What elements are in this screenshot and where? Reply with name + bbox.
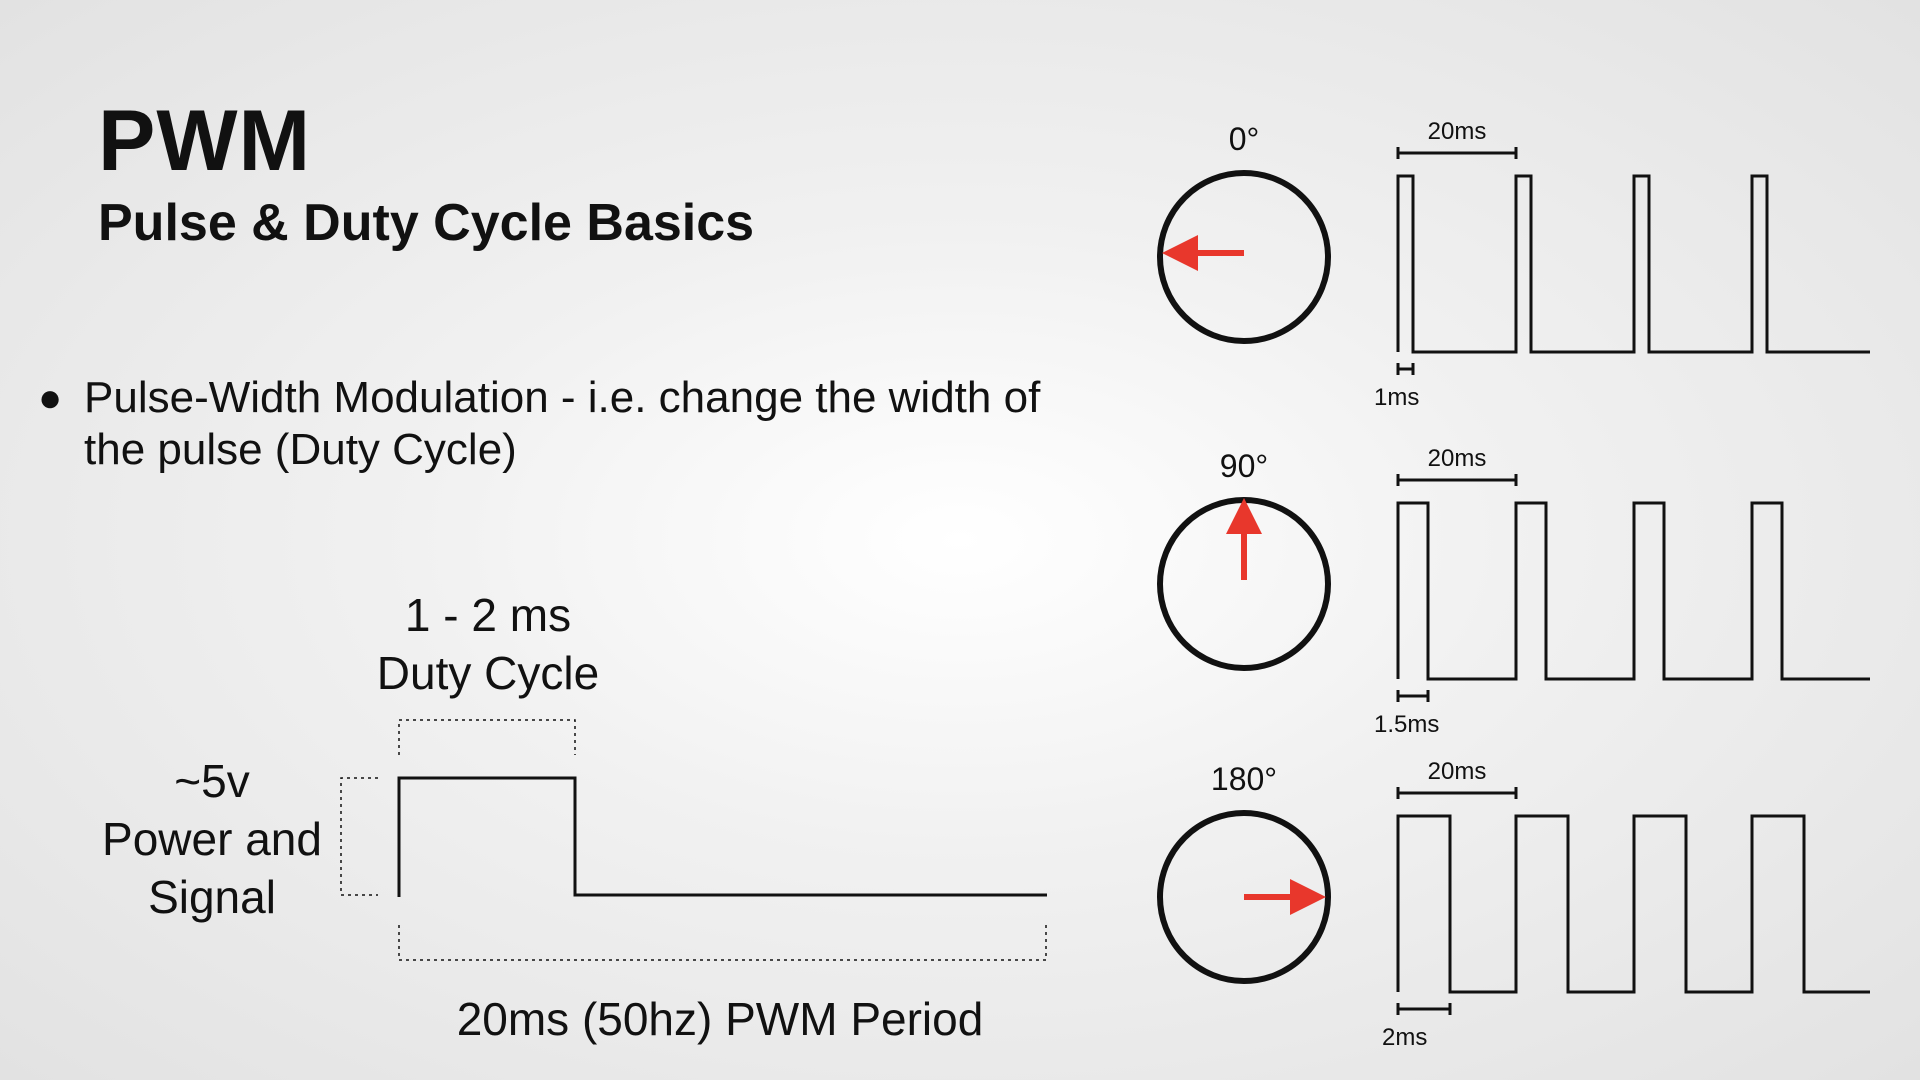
- bullet-dot-icon: ●: [38, 376, 63, 420]
- servo-dial: [1157, 810, 1331, 984]
- servo-angle-label: 0°: [1229, 121, 1260, 157]
- voltage-label: ~5v Power and Signal: [82, 752, 342, 926]
- bullet-point: ● Pulse-Width Modulation - i.e. change t…: [38, 372, 1098, 476]
- slide-title: PWM: [98, 93, 312, 189]
- servo-pulse-bracket: [1396, 1003, 1452, 1015]
- pwm-period-label: 20ms (50hz) PWM Period: [456, 993, 984, 1045]
- servo-period-label: 20ms: [1428, 118, 1487, 145]
- servo-examples: 0° 20ms 1ms 90° 20ms 1.5ms 180° 20ms 2ms: [1157, 118, 1870, 1051]
- servo-dial: [1157, 170, 1331, 344]
- duty-cycle-label: 1 - 2 ms Duty Cycle: [348, 586, 628, 702]
- duty-cycle-bracket: [398, 719, 576, 755]
- servo-period-bracket: [1396, 147, 1518, 159]
- servo-pulse-label: 1.5ms: [1374, 711, 1439, 738]
- servo-period-bracket: [1396, 474, 1518, 486]
- servo-pwm-waveform: [1396, 501, 1870, 681]
- voltage-label-line1: ~5v: [174, 755, 250, 807]
- servo-pulse-label: 1ms: [1374, 384, 1419, 411]
- voltage-label-line3: Signal: [148, 871, 276, 923]
- servo-period-label: 20ms: [1428, 445, 1487, 472]
- servo-pwm-waveform: [1396, 814, 1870, 994]
- servo-pulse-bracket: [1396, 690, 1430, 702]
- slide-subtitle: Pulse & Duty Cycle Basics: [98, 194, 755, 252]
- servo-period-label: 20ms: [1428, 758, 1487, 785]
- main-pulse-waveform: [397, 776, 1047, 897]
- servo-pwm-waveform: [1396, 174, 1870, 354]
- duty-cycle-label-line1: 1 - 2 ms: [404, 589, 572, 641]
- duty-cycle-label-line2: Duty Cycle: [376, 647, 600, 699]
- servo-angle-label: 180°: [1211, 761, 1277, 797]
- servo-pulse-label: 2ms: [1382, 1024, 1427, 1051]
- servo-angle-label: 90°: [1220, 448, 1268, 484]
- bullet-text: Pulse-Width Modulation - i.e. change the…: [84, 373, 1041, 474]
- voltage-bracket: [340, 777, 378, 896]
- voltage-label-line2: Power and: [102, 813, 322, 865]
- period-bracket: [398, 925, 1047, 961]
- servo-pulse-bracket: [1396, 363, 1415, 375]
- servo-period-bracket: [1396, 787, 1518, 799]
